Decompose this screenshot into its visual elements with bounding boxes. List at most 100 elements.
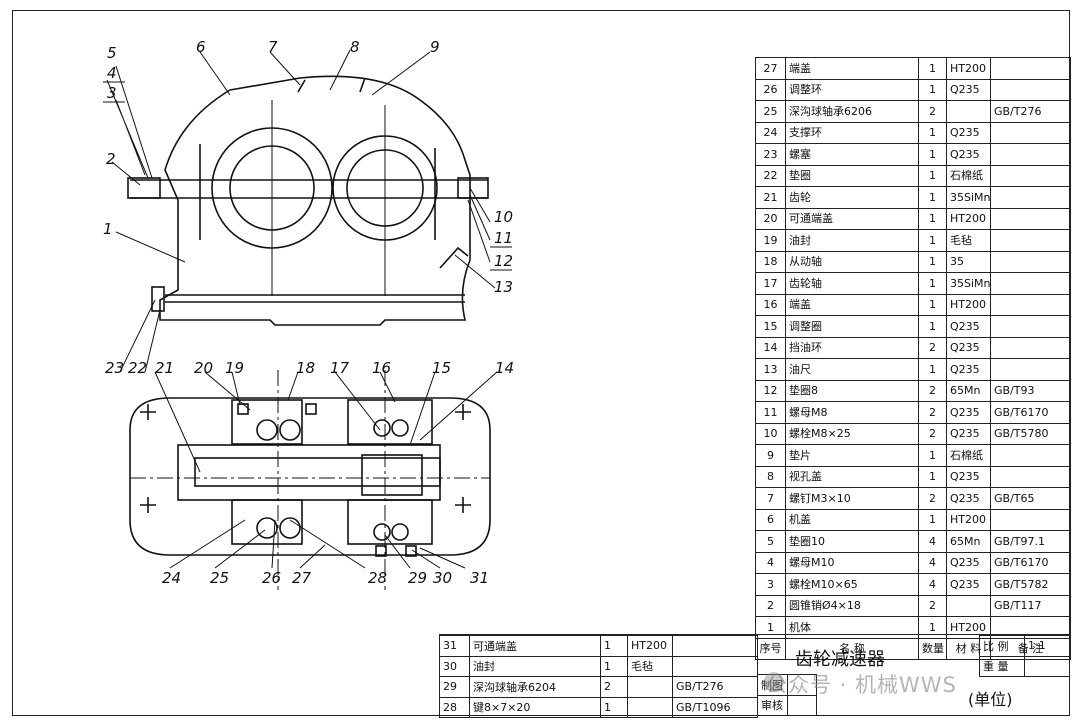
part-material: HT200 [946,508,991,531]
left-boss [127,177,161,199]
part-name: 挡油环 [785,336,919,359]
part-material: 35SiMn [946,186,991,209]
part-qty: 1 [918,207,947,230]
part-material: Q235 [946,573,991,596]
callout-label: 10 [494,208,513,226]
part-number: 9 [755,444,786,467]
part-note [990,164,1071,187]
part-note [990,78,1071,101]
part-qty: 4 [918,530,947,553]
part-note [990,315,1071,338]
part-note: GB/T97.1 [990,530,1071,553]
part-note: GB/T117 [990,594,1071,617]
callout-label: 8 [350,38,360,56]
part-number: 31 [439,635,470,657]
part-material: 毛毡 [946,229,991,252]
callout-label: 12 [494,252,513,270]
callout-label: 15 [432,359,451,377]
callout-label: 3 [107,84,117,102]
part-material: Q235 [946,315,991,338]
callout-label: 28 [368,569,387,587]
top-view-outline [129,397,491,556]
part-name: 垫片 [785,444,919,467]
part-number: 21 [755,186,786,209]
part-number: 14 [755,336,786,359]
part-note [990,272,1071,295]
watermark: 公众号 · 机械WWS [766,673,957,697]
part-note [990,336,1071,359]
part-note [990,465,1071,488]
callout-label: 5 [107,44,117,62]
part-number: 22 [755,164,786,187]
part-material: Q235 [946,487,991,510]
part-name: 螺栓M10×65 [785,573,919,596]
part-name: 垫圈8 [785,379,919,402]
part-name: 支撑环 [785,121,919,144]
callout-label: 25 [210,569,229,587]
callout-label: 26 [262,569,281,587]
part-name: 深沟球轴承6206 [785,100,919,123]
part-name: 从动轴 [785,250,919,273]
part-note [990,207,1071,230]
part-qty: 1 [918,143,947,166]
part-number: 26 [755,78,786,101]
part-qty: 2 [918,336,947,359]
part-material: 65Mn [946,530,991,553]
part-material: HT200 [627,635,673,657]
callout-label: 20 [194,359,213,377]
part-note [990,508,1071,531]
part-note: GB/T276 [672,676,758,698]
callout-label: 23 [105,359,124,377]
part-material: HT200 [946,207,991,230]
callout-label: 21 [155,359,174,377]
part-material: Q235 [946,422,991,445]
part-qty: 1 [918,444,947,467]
part-note [990,143,1071,166]
part-note [672,655,758,677]
part-name: 油封 [785,229,919,252]
part-qty: 1 [918,465,947,488]
part-material: 35 [946,250,991,273]
part-qty: 1 [918,229,947,252]
part-material: Q235 [946,336,991,359]
part-material: Q235 [946,358,991,381]
part-number: 7 [755,487,786,510]
part-note [990,186,1071,209]
part-number: 23 [755,143,786,166]
part-note [990,229,1071,252]
callout-label: 16 [372,359,391,377]
part-note [990,358,1071,381]
part-name: 齿轮 [785,186,919,209]
callout-label: 9 [430,38,440,56]
part-number: 3 [755,573,786,596]
part-name: 视孔盖 [785,465,919,488]
part-qty: 1 [918,186,947,209]
part-note: GB/T276 [990,100,1071,123]
drawing-title: 齿轮减速器 [795,649,885,670]
part-qty: 1 [600,696,628,718]
part-qty: 2 [918,100,947,123]
part-material: HT200 [946,57,991,80]
part-name: 垫圈 [785,164,919,187]
part-material: Q235 [946,78,991,101]
part-name: 螺母M8 [785,401,919,424]
